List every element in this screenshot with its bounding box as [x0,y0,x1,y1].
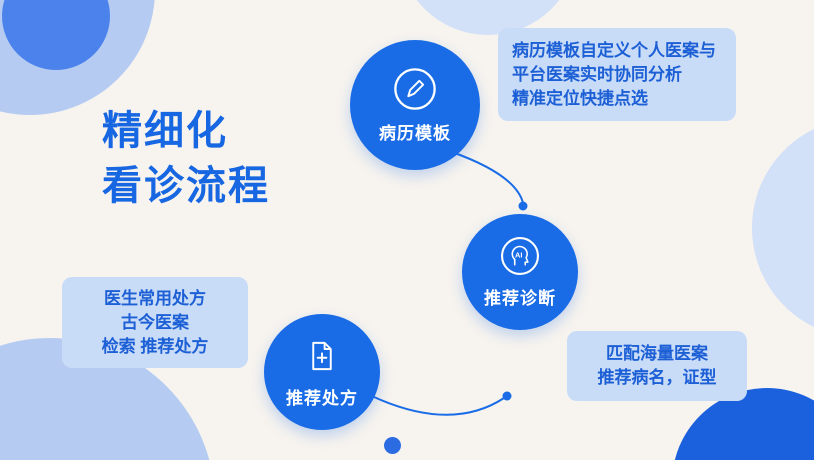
callout-diagnosis-line-1: 匹配海量医案 [606,344,708,363]
connector-prescription-to-diagnosis [373,396,505,416]
node-recommend-diagnosis: AI 推荐诊断 [462,214,578,330]
connector-dot-bottom [502,391,512,401]
callout-prescription-line-3: 检索 推荐处方 [101,336,209,356]
callout-template-line-2: 精准定位快捷点选 [512,88,648,108]
callout-template-line-1: 病历模板自定义个人医案与平台医案实时协同分析 [512,41,716,84]
node-label: 推荐诊断 [484,289,556,308]
callout-diagnosis-detail: 匹配海量医案 推荐病名，证型 [567,331,747,401]
page-title-line-1: 精细化 [102,109,228,153]
connector-template-to-diagnosis [451,151,524,204]
callout-template-detail: 病历模板自定义个人医案与平台医案实时协同分析 精准定位快捷点选 [498,28,736,122]
page-title: 精细化 看诊流程 [102,104,270,214]
node-label: 推荐处方 [286,389,358,408]
decor-dot-bottom-center [384,437,401,454]
page-title-line-2: 看诊流程 [102,164,270,209]
document-plus-icon [312,341,332,371]
connector-dot-top [518,201,528,211]
pencil-icon [394,68,436,110]
node-label: 病历模板 [379,124,451,143]
callout-prescription-line-1: 医生常用处方 [104,289,206,308]
decor-blob-right [752,118,814,338]
svg-text:AI: AI [515,250,522,259]
node-medical-record-template: 病历模板 [350,40,480,170]
callout-diagnosis-line-2: 推荐病名，证型 [597,367,717,387]
ai-head-icon: AI [501,237,539,275]
node-recommend-prescription: 推荐处方 [264,314,380,430]
callout-prescription-line-2: 古今医案 [121,312,189,332]
callout-prescription-detail: 医生常用处方 古今医案 检索 推荐处方 [62,277,248,369]
